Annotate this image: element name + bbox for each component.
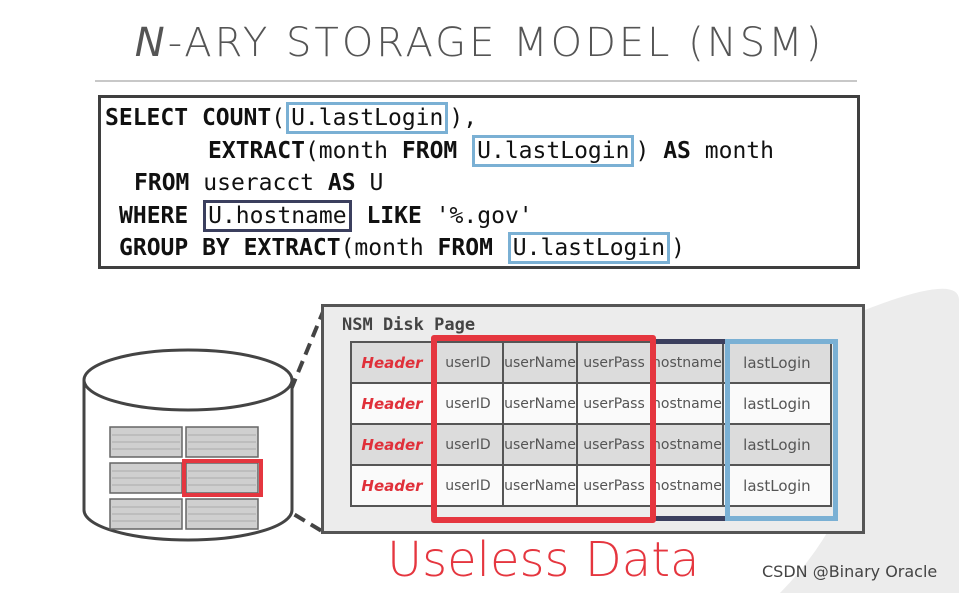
sql-query-box [98, 95, 860, 269]
tuple-header: Header [350, 423, 434, 466]
sql-text: ) [635, 138, 650, 164]
sql-line-4: WHERE U.hostname LIKE '%.gov' [119, 200, 533, 232]
cell-lastlogin: lastLogin [721, 464, 832, 507]
sql-line-5: GROUP BY EXTRACT(month FROM U.lastLogin) [119, 232, 685, 264]
cell-username: userName [502, 382, 578, 425]
cell-username: userName [502, 423, 578, 466]
sql-text: '%.gov' [435, 203, 533, 229]
sql-text: ( [271, 105, 286, 131]
sql-keyword: LIKE [366, 203, 422, 229]
tuple-header: Header [350, 382, 434, 425]
page-title: NSM Disk Page [342, 315, 476, 335]
sql-keyword: SELECT [105, 105, 189, 131]
watermark: CSDN @Binary Oracle [762, 562, 938, 581]
cylinder-top [82, 348, 294, 412]
sql-keyword: AS [663, 138, 691, 164]
page-tuples-table: Header userID userName userPass hostname… [350, 341, 832, 507]
useless-data-label: Useless Data [387, 532, 700, 588]
sql-text: (month [304, 138, 389, 164]
sql-keyword: COUNT [201, 105, 272, 131]
highlight-lastlogin: U.lastLogin [286, 102, 449, 134]
cell-username: userName [502, 464, 578, 507]
tuple-row: Header userID userName userPass hostname… [350, 341, 832, 384]
cell-userpass: userPass [576, 464, 652, 507]
tuple-header: Header [350, 341, 434, 384]
sql-keyword: EXTRACT [208, 138, 305, 164]
sql-text: useracct [203, 170, 315, 196]
sql-keyword: EXTRACT [243, 235, 341, 261]
title-divider [95, 80, 857, 82]
title-prefix: N [134, 20, 168, 66]
highlight-lastlogin: U.lastLogin [472, 135, 635, 167]
tuple-header: Header [350, 464, 434, 507]
sql-keyword: GROUP BY [119, 235, 230, 261]
cell-hostname: hostname [650, 464, 724, 507]
useless-columns-highlight [431, 335, 656, 523]
cell-username: userName [502, 341, 578, 384]
slide-title: N-ARY STORAGE MODEL (NSM) [0, 20, 959, 66]
cell-lastlogin: lastLogin [721, 423, 832, 466]
selected-page-highlight [182, 459, 263, 497]
cell-userid: userID [432, 341, 504, 384]
sql-text: month [704, 138, 774, 164]
sql-text: (month [340, 235, 424, 261]
sql-text: ), [449, 105, 478, 131]
sql-line-1: SELECT COUNT(U.lastLogin), [105, 102, 477, 134]
database-cylinder-diagram [82, 306, 327, 542]
tuple-row: Header userID userName userPass hostname… [350, 382, 832, 425]
cell-lastlogin: lastLogin [721, 341, 832, 384]
title-text: -ARY STORAGE MODEL (NSM) [167, 20, 825, 66]
sql-keyword: FROM [401, 138, 458, 164]
hostname-column-highlight [654, 339, 728, 521]
highlight-lastlogin: U.lastLogin [507, 232, 671, 264]
sql-keyword: FROM [437, 235, 493, 261]
sql-keyword: FROM [134, 170, 190, 196]
sql-keyword: AS [327, 170, 356, 196]
cell-userpass: userPass [576, 341, 652, 384]
mini-pages [109, 426, 259, 530]
highlight-hostname: U.hostname [203, 200, 352, 232]
sql-line-3: FROM useracct AS U [134, 167, 383, 199]
cell-userid: userID [432, 423, 504, 466]
cell-hostname: hostname [650, 423, 724, 466]
zoom-line-bottom [260, 493, 327, 535]
cell-userid: userID [432, 382, 504, 425]
sql-text: U [369, 170, 384, 196]
sql-line-2: EXTRACT(month FROM U.lastLogin) AS month [208, 135, 774, 167]
cell-hostname: hostname [650, 382, 724, 425]
sql-keyword: WHERE [119, 203, 189, 229]
sql-text: ) [671, 235, 685, 261]
cell-lastlogin: lastLogin [721, 382, 832, 425]
lastlogin-column-highlight [725, 339, 838, 521]
